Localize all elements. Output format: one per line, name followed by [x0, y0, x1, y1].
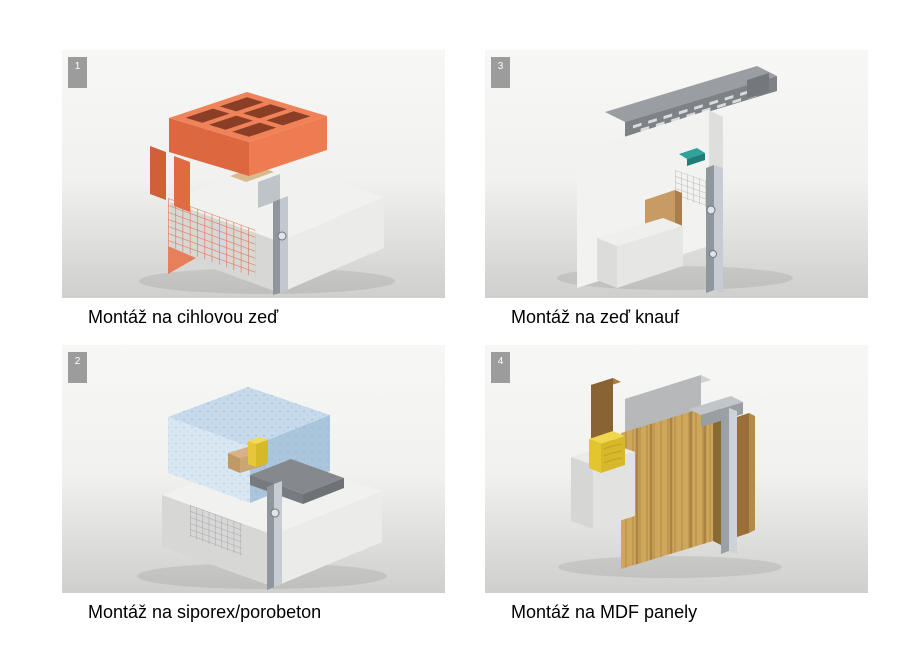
- ceiling-profile: [605, 66, 777, 137]
- panel-grid: 1: [62, 50, 868, 640]
- panel-brick-wall: 1: [62, 50, 445, 345]
- second-wood-strip: [737, 413, 755, 537]
- panel-number-badge: 4: [491, 352, 510, 383]
- mdf-panel: [621, 405, 721, 569]
- brick-holes: [185, 97, 311, 137]
- mounting-clip: [679, 148, 705, 166]
- panel-knauf-wall: 3: [485, 50, 868, 345]
- panel-caption: Montáž na zeď knauf: [511, 307, 680, 327]
- badge-number: 2: [74, 356, 81, 367]
- screw: [270, 508, 280, 518]
- panel-number-badge: 3: [491, 57, 510, 88]
- siporex-illustration: [137, 387, 387, 590]
- panel-image-knauf-wall: 3: [485, 50, 868, 298]
- wool-texture: [603, 443, 623, 464]
- panel-caption: Montáž na siporex/porobeton: [88, 602, 322, 622]
- badge-number: 4: [497, 356, 504, 367]
- screw: [277, 231, 287, 241]
- badge-number: 1: [74, 61, 81, 72]
- screw: [709, 250, 717, 258]
- mesh-patch: [190, 505, 242, 557]
- panel-image-mdf: 4: [485, 345, 868, 593]
- side-brick-fins: [150, 146, 190, 212]
- panel-mdf: 4: [485, 345, 868, 640]
- panel-number-badge: 2: [68, 352, 87, 383]
- badge-number: 3: [497, 61, 504, 72]
- panel-siporex: 2: [62, 345, 445, 640]
- brick-wall-illustration: [139, 92, 395, 295]
- panel-caption: Montáž na MDF panely: [511, 602, 698, 622]
- mounting-profile: [273, 196, 288, 295]
- panel-number-badge: 1: [68, 57, 87, 88]
- mineral-wool-insulation: [589, 431, 625, 473]
- angle-bracket-yellow: [248, 437, 268, 467]
- anchor-channel: [258, 174, 280, 208]
- panel-image-brick-wall: 1: [62, 50, 445, 298]
- wood-grain-dark: [635, 405, 707, 569]
- screw: [706, 205, 716, 215]
- mesh-patch: [675, 170, 707, 208]
- panel-caption: Montáž na cihlovou zeď: [88, 307, 279, 327]
- mounting-profile: [267, 481, 282, 590]
- mdf-panel-illustration: [558, 375, 782, 578]
- reinforcement-mesh: [168, 198, 256, 278]
- base-block: [597, 218, 683, 288]
- knauf-wall-illustration: [557, 66, 793, 293]
- perforated-brick: [169, 92, 327, 176]
- frame-profile: [706, 165, 723, 293]
- panel-image-siporex: 2: [62, 345, 445, 593]
- angle-bracket: [747, 73, 769, 99]
- aluminium-profile: [721, 408, 737, 554]
- shadow: [558, 556, 782, 578]
